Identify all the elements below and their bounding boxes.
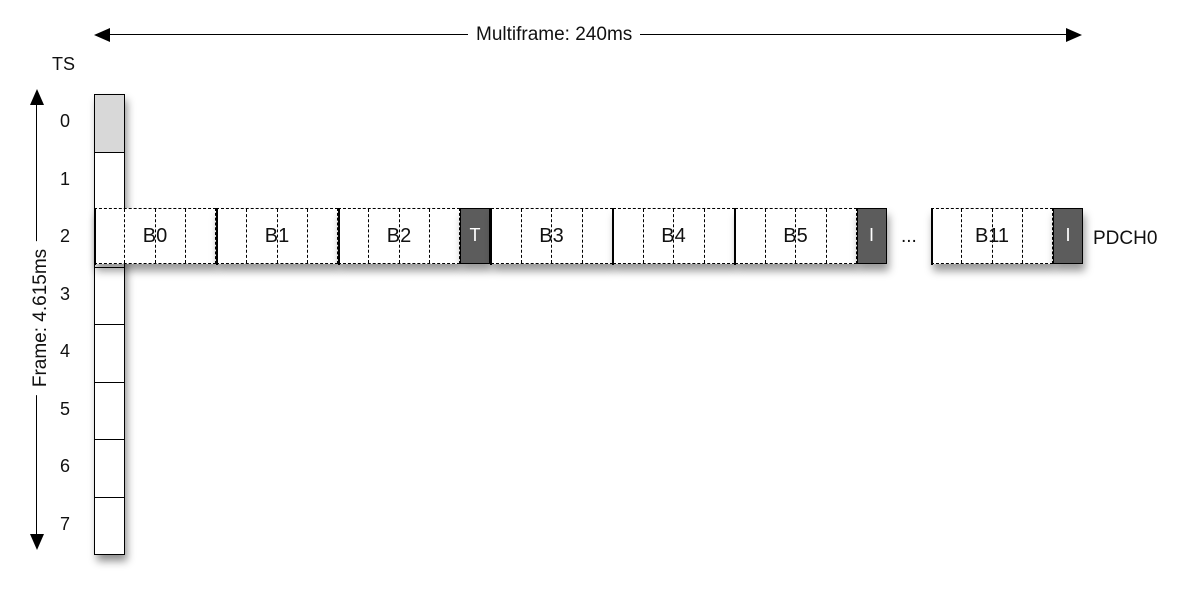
- block-label: B4: [661, 225, 686, 247]
- block-label: B1: [264, 225, 290, 247]
- timeslot-cell: [94, 325, 125, 383]
- radio-block: B4: [612, 207, 735, 265]
- radio-block: B1: [215, 207, 338, 265]
- block-label: B3: [539, 225, 564, 247]
- timeslot-label: 7: [59, 513, 70, 534]
- multiframe-label: Multiframe: 240ms: [468, 24, 641, 46]
- radio-block: B5: [734, 207, 857, 265]
- ts-header: TS: [52, 54, 76, 75]
- timeslot-cell: [94, 152, 125, 210]
- channel-label: PDCH0: [1093, 228, 1158, 250]
- arrow-right-icon: [1066, 28, 1082, 42]
- timeslot-cell: [94, 267, 125, 325]
- radio-block: B2: [337, 207, 460, 265]
- timeslot-column: [94, 94, 125, 555]
- block-label: B5: [783, 225, 808, 247]
- timeslot-cell: [94, 440, 125, 498]
- timing-frame: T: [460, 208, 490, 264]
- frame-label: Frame: 4.615ms: [30, 240, 53, 396]
- arrow-down-icon: [30, 534, 44, 550]
- timeslot-label: 0: [59, 111, 70, 131]
- radio-block: B3: [490, 207, 613, 265]
- arrow-up-icon: [30, 89, 44, 105]
- timeslot-label: 5: [59, 398, 70, 419]
- arrow-left-icon: [94, 28, 110, 42]
- block-label: B0: [142, 225, 168, 247]
- timeslot-label: 6: [59, 456, 70, 476]
- timeslot-cell: [94, 497, 125, 555]
- timeslot-label: 4: [59, 341, 70, 361]
- block-label: B2: [386, 225, 412, 247]
- idle-frame: I: [1053, 208, 1083, 264]
- timeslot-label: 3: [59, 283, 70, 304]
- radio-block: B11: [930, 207, 1053, 265]
- radio-block: B0: [93, 207, 216, 265]
- ellipsis: ...: [901, 226, 917, 248]
- timeslot-cell: [94, 94, 125, 153]
- timeslot-label: 1: [59, 168, 70, 189]
- timeslot-label: 2: [59, 226, 70, 246]
- block-label: B11: [974, 225, 1010, 247]
- idle-frame: I: [856, 208, 887, 264]
- timeslot-cell: [94, 382, 125, 440]
